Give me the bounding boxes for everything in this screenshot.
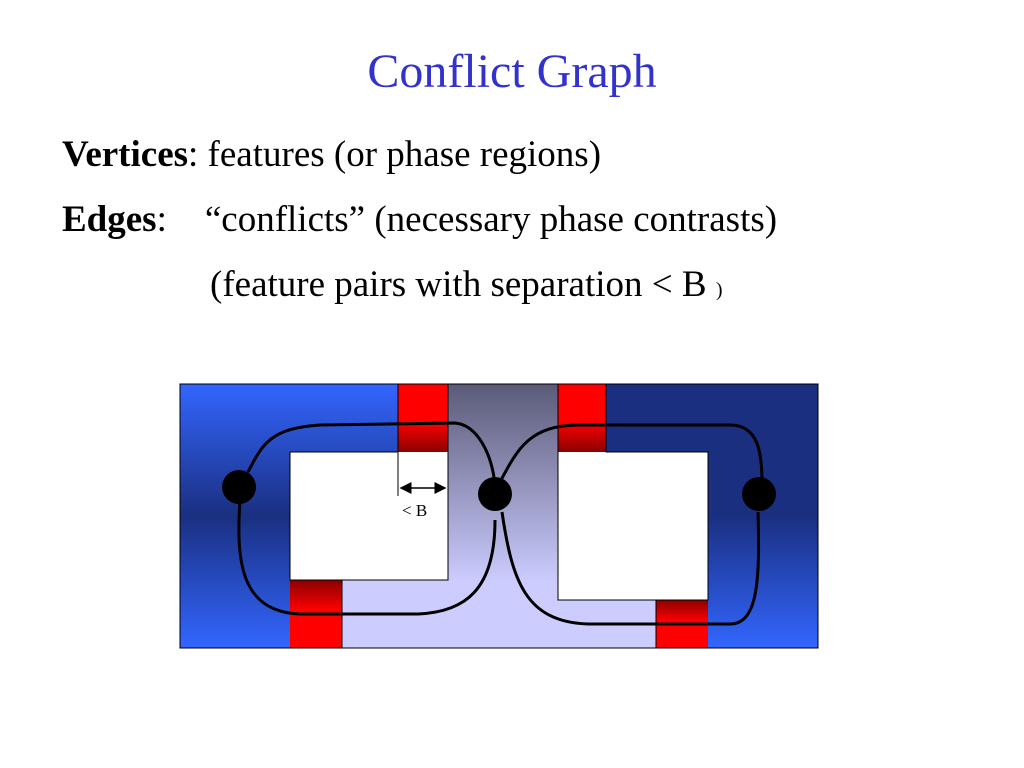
conflict-block-top-right xyxy=(558,384,606,452)
conflict-block-top-left xyxy=(398,384,448,452)
vertex-left xyxy=(222,470,256,504)
edge-middle-right-bottom xyxy=(500,511,761,626)
edge-middle-right-top xyxy=(498,423,764,483)
middle-phase-region xyxy=(342,384,656,648)
vertices-line: Vertices: features (or phase regions) xyxy=(62,133,601,176)
left-feature-interior xyxy=(290,452,448,580)
edges-description: “conflicts” (necessary phase contrasts) xyxy=(204,199,778,240)
right-phase-region xyxy=(606,384,818,648)
vertices-description: : features (or phase regions) xyxy=(188,134,602,175)
edges-colon: : xyxy=(156,199,167,240)
edges-line: Edges: “conflicts” (necessary phase contr… xyxy=(62,198,777,241)
right-feature-interior xyxy=(558,452,708,600)
separation-label: < B xyxy=(402,501,427,520)
left-phase-region xyxy=(180,384,398,648)
edges-term: Edges xyxy=(62,199,157,240)
edge-left-middle-bottom xyxy=(237,499,497,616)
region-outlines xyxy=(179,383,819,649)
slide-title: Conflict Graph xyxy=(367,45,657,98)
edges-subline-text: (feature pairs with separation < B xyxy=(210,264,707,305)
edge-left-middle-top xyxy=(246,421,497,486)
conflict-edges xyxy=(237,421,764,626)
edges-subline: (feature pairs with separation < B ) xyxy=(210,263,722,306)
vertices-term: Vertices xyxy=(62,134,189,175)
vertex-right xyxy=(742,477,776,511)
edges-subline-close: ) xyxy=(715,279,723,301)
vertex-middle xyxy=(478,477,512,511)
